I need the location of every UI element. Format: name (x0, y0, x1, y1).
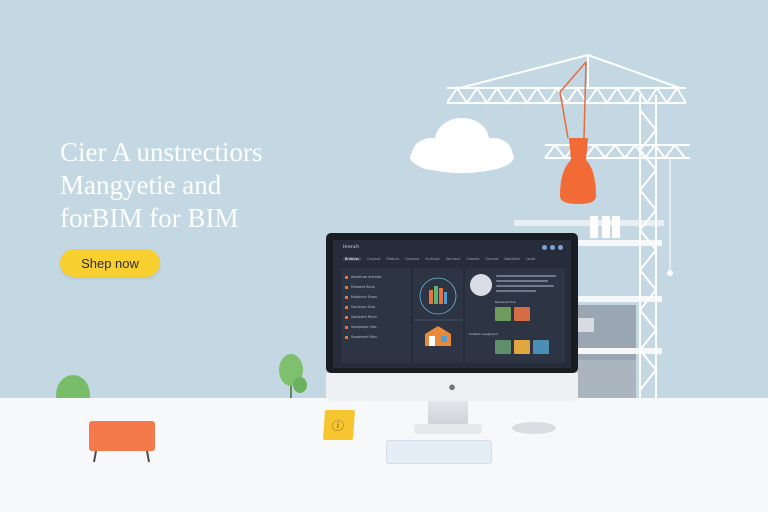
cloud-icon (410, 118, 514, 173)
model-viewer-panel[interactable] (413, 268, 463, 363)
list-item[interactable]: Anbetinae Aremiiel (345, 272, 381, 282)
sign-icon: ⓘ (331, 419, 345, 433)
hero-headline: Cier A unstrectiors Mangyetie and forBIM… (60, 136, 350, 235)
share-icon[interactable] (550, 245, 555, 250)
crane-bucket (560, 138, 596, 204)
gallery-label: Nanpered Fos (495, 300, 516, 304)
file-icon (345, 295, 348, 299)
caution-sign: ⓘ (322, 410, 356, 440)
nav-item[interactable]: Sorwest (405, 257, 420, 261)
thumbnail[interactable] (495, 307, 511, 321)
list-item[interactable]: Mosibinsh Gress (345, 292, 381, 302)
file-icon (345, 275, 348, 279)
floor (0, 398, 768, 512)
file-name: Oanvineci Gres (351, 305, 376, 309)
monitor-screen: Hrench Brebuss Ceyrest Ribbuls Sorwest S… (333, 240, 571, 368)
thumbnail[interactable] (514, 340, 530, 354)
file-list: Anbetinae Aremiiel Mirabent Rinsk Mosibi… (345, 272, 381, 342)
settings-icon[interactable] (542, 245, 547, 250)
nav-item[interactable]: Serloest (445, 257, 461, 261)
detail-text-lines (496, 275, 556, 295)
file-name: Ganbhorh Rinnn (351, 315, 377, 319)
nav-item[interactable]: Scrtnost (425, 257, 440, 261)
mouse (512, 422, 556, 434)
nav-item[interactable]: Lasta (525, 257, 536, 261)
nav-item[interactable]: Catoest (466, 257, 480, 261)
app-nav: Brebuss Ceyrest Ribbuls Sorwest Scrtnost… (343, 257, 535, 261)
file-icon (345, 285, 348, 289)
keyboard (386, 440, 492, 464)
nav-item[interactable]: Ceyrest (367, 257, 381, 261)
avatar (470, 274, 492, 296)
list-item[interactable]: Mirabent Rinsk (345, 282, 381, 292)
bim-model-graphic (413, 277, 463, 346)
crane-icon (446, 54, 690, 398)
files-panel: Anbetinae Aremiiel Mirabent Rinsk Mosibi… (341, 268, 411, 363)
file-icon (345, 335, 348, 339)
nav-item[interactable]: Bandlets (504, 257, 520, 261)
monitor-stand (428, 401, 468, 425)
headline-line-2: Mangyetie and (60, 170, 222, 200)
nav-item[interactable]: Ribbuls (386, 257, 400, 261)
list-item[interactable]: Oanvineci Gres (345, 302, 381, 312)
file-name: Anbetinae Aremiiel (351, 275, 382, 279)
thumbnail-row (495, 307, 530, 321)
list-item[interactable]: Ganbhorh Rinnn (345, 312, 381, 322)
apple-logo-icon: ● (448, 379, 456, 394)
monitor-base (414, 424, 482, 434)
file-icon (345, 315, 348, 319)
section-label: Snablre Ceegtnend (469, 332, 498, 336)
building-structure (514, 216, 664, 398)
monitor-chin (326, 373, 578, 401)
thumbnail[interactable] (514, 307, 530, 321)
file-icon (345, 305, 348, 309)
app-toolbar-icons (542, 245, 563, 250)
file-name: Mirabent Rinsk (351, 285, 375, 289)
file-name: Smabrvent Rtnn (351, 335, 378, 339)
file-name: Mosibinsh Gress (351, 295, 377, 299)
nav-item[interactable]: Sorcost (485, 257, 499, 261)
headline-line-3: forBIM for BIM (60, 203, 239, 233)
app-title: Hrench (343, 245, 360, 250)
sofa (89, 421, 155, 451)
thumbnail-row (495, 340, 549, 354)
monitor: ● Hrench Brebuss Ceyrest Ribbuls Sorwest… (326, 233, 578, 401)
list-item[interactable]: Sannpoeor Gres (345, 322, 381, 332)
shop-now-button[interactable]: Shep now (60, 249, 160, 277)
thumbnail[interactable] (533, 340, 549, 354)
details-panel: Nanpered Fos Snablre Ceegtnend (465, 268, 565, 363)
nav-item[interactable]: Brebuss (343, 257, 362, 261)
user-icon[interactable] (558, 245, 563, 250)
file-icon (345, 325, 348, 329)
headline-line-1: Cier A unstrectiors (60, 137, 263, 167)
list-item[interactable]: Smabrvent Rtnn (345, 332, 381, 342)
thumbnail[interactable] (495, 340, 511, 354)
file-name: Sannpoeor Gres (351, 325, 377, 329)
